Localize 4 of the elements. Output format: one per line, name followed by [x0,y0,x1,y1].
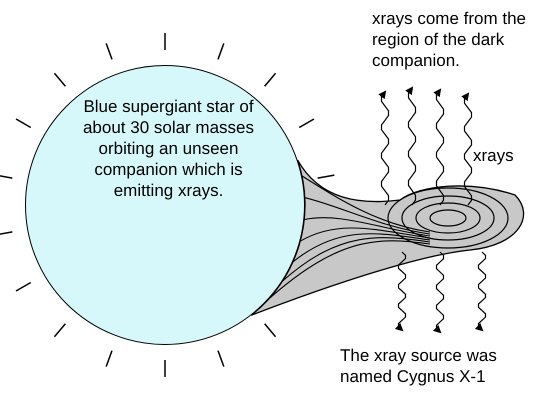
xrays-label: xrays [473,145,515,166]
star-description: Blue supergiant star of about 30 solar masses orbiting an unseen companion which is emitting xrays. [82,96,256,201]
annotation-note: xrays come from the region of the dark companion. [372,8,527,71]
annotation-note: The xray source was named Cygnus X-1 [340,345,498,387]
